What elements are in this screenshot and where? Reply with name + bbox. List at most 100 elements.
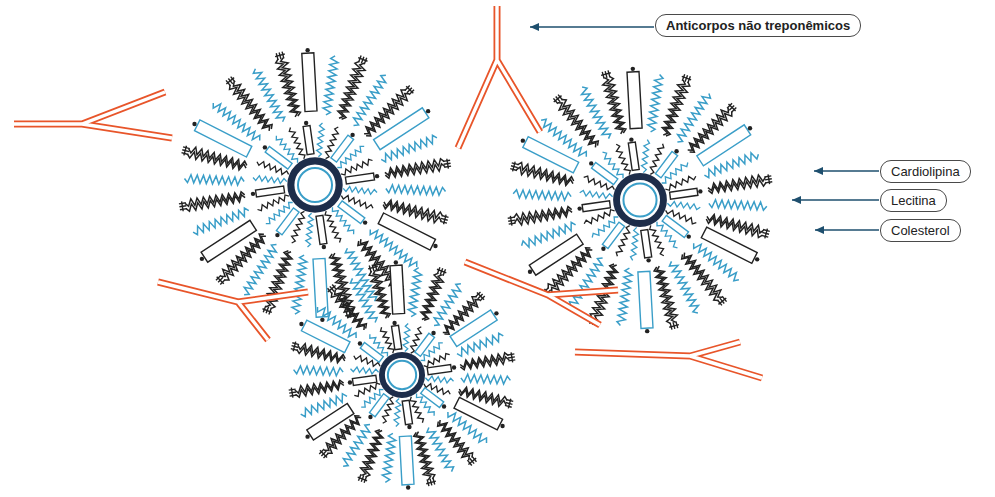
lecithin-molecule: [352, 375, 376, 385]
lipid-tail: [230, 85, 270, 131]
lipid-tail: [335, 290, 367, 329]
lipid-tail: [513, 190, 571, 200]
cardiolipin-head: [358, 58, 367, 62]
lipid-tail: [461, 374, 511, 384]
polar-head: [363, 220, 367, 224]
micelle-core: [623, 183, 656, 216]
lipid-tail: [514, 207, 572, 221]
lecithin-molecule: [402, 400, 412, 424]
lipid-tail: [266, 202, 293, 223]
polar-head: [275, 233, 279, 237]
lipid-tail: [654, 267, 673, 324]
lipid-tail: [438, 422, 470, 461]
polar-head: [200, 257, 204, 261]
lipid-tail: [709, 200, 767, 210]
polar-head: [406, 485, 410, 489]
polar-head: [687, 234, 691, 238]
lipid-tail: [617, 268, 632, 325]
polar-head: [431, 331, 435, 335]
polar-head: [674, 149, 678, 153]
lipid-tail: [408, 268, 422, 317]
lipid-tail: [665, 176, 695, 190]
lecithin-molecule: [301, 320, 350, 353]
cardiolipin-head: [184, 146, 187, 156]
polar-head: [305, 434, 309, 438]
lecithin-molecule: [390, 265, 405, 314]
polar-head: [645, 329, 649, 333]
polar-head: [358, 341, 362, 345]
cardiolipin-head: [510, 216, 512, 226]
label-box: Anticorpos não treponêmicos: [655, 14, 861, 37]
lecithin-molecule: [399, 436, 414, 485]
lipid-tail: [193, 208, 249, 235]
polar-head: [304, 121, 308, 125]
label-text: Colesterol: [891, 223, 950, 238]
cardiolipin-head: [217, 277, 224, 284]
lecithin-molecule: [360, 343, 383, 363]
micelle-core: [298, 168, 332, 202]
cardiolipin-head: [291, 388, 293, 398]
polar-head: [631, 67, 635, 71]
polar-head: [589, 161, 593, 165]
polar-head: [601, 247, 605, 251]
lipid-tail: [292, 255, 307, 314]
polar-head: [299, 322, 303, 326]
polar-head: [433, 244, 437, 248]
lipid-tail: [708, 180, 766, 194]
lipid-tail: [323, 56, 338, 115]
antibody: [458, 6, 540, 148]
polar-head: [646, 258, 650, 262]
lipid-tail: [258, 195, 289, 211]
antibody: [158, 282, 308, 340]
antibody-outline: [158, 282, 308, 340]
lipid-micelle: [289, 260, 516, 490]
lecithin-molecule: [670, 188, 698, 199]
label-box: Lecitina: [880, 189, 947, 212]
polar-head: [350, 133, 354, 137]
cardiolipin-head: [477, 293, 484, 300]
cardiolipin-head: [511, 352, 513, 362]
polar-head: [500, 424, 504, 428]
lecithin-molecule: [303, 126, 314, 155]
label-text: Anticorpos não treponêmicos: [666, 18, 850, 33]
lipid-tail: [704, 153, 758, 178]
lipid-tail: [457, 333, 503, 356]
polar-head: [375, 174, 379, 178]
lipid-tail: [361, 430, 381, 476]
lipid-tail: [642, 140, 650, 173]
polar-head: [251, 192, 255, 196]
leader-arrow: [815, 229, 879, 231]
leader-lines: [530, 27, 879, 230]
lipid-tail: [562, 100, 599, 146]
lipid-tail: [317, 123, 325, 157]
cardiolipin-head: [718, 298, 726, 304]
polar-head: [348, 380, 352, 384]
lipid-tail: [425, 376, 453, 383]
lipid-tail: [650, 225, 664, 255]
antibody-outline: [465, 262, 618, 325]
cardiolipin-head: [182, 201, 184, 211]
polar-head: [392, 321, 396, 325]
cardiolipin-head: [768, 174, 770, 184]
polar-head: [521, 138, 525, 142]
lipid-tail: [382, 433, 396, 482]
polar-head: [263, 145, 267, 149]
cardiolipin-head: [320, 450, 327, 457]
lipid-tail: [631, 227, 639, 260]
polar-head: [394, 260, 398, 264]
polar-head: [698, 189, 702, 193]
cardiolipin-head: [554, 96, 562, 102]
polar-head: [305, 48, 309, 52]
polar-head: [629, 137, 633, 141]
polar-head: [192, 122, 196, 126]
lecithin-molecule: [345, 173, 374, 184]
lecithin-molecule: [302, 53, 317, 112]
lipid-tail: [341, 159, 372, 175]
polar-head: [748, 126, 752, 130]
antibody-outline: [575, 342, 762, 378]
lecithin-molecule: [628, 142, 639, 170]
cardiolipin-head: [444, 215, 447, 225]
lipid-tail: [648, 75, 663, 132]
lecithin-molecule: [313, 258, 328, 317]
